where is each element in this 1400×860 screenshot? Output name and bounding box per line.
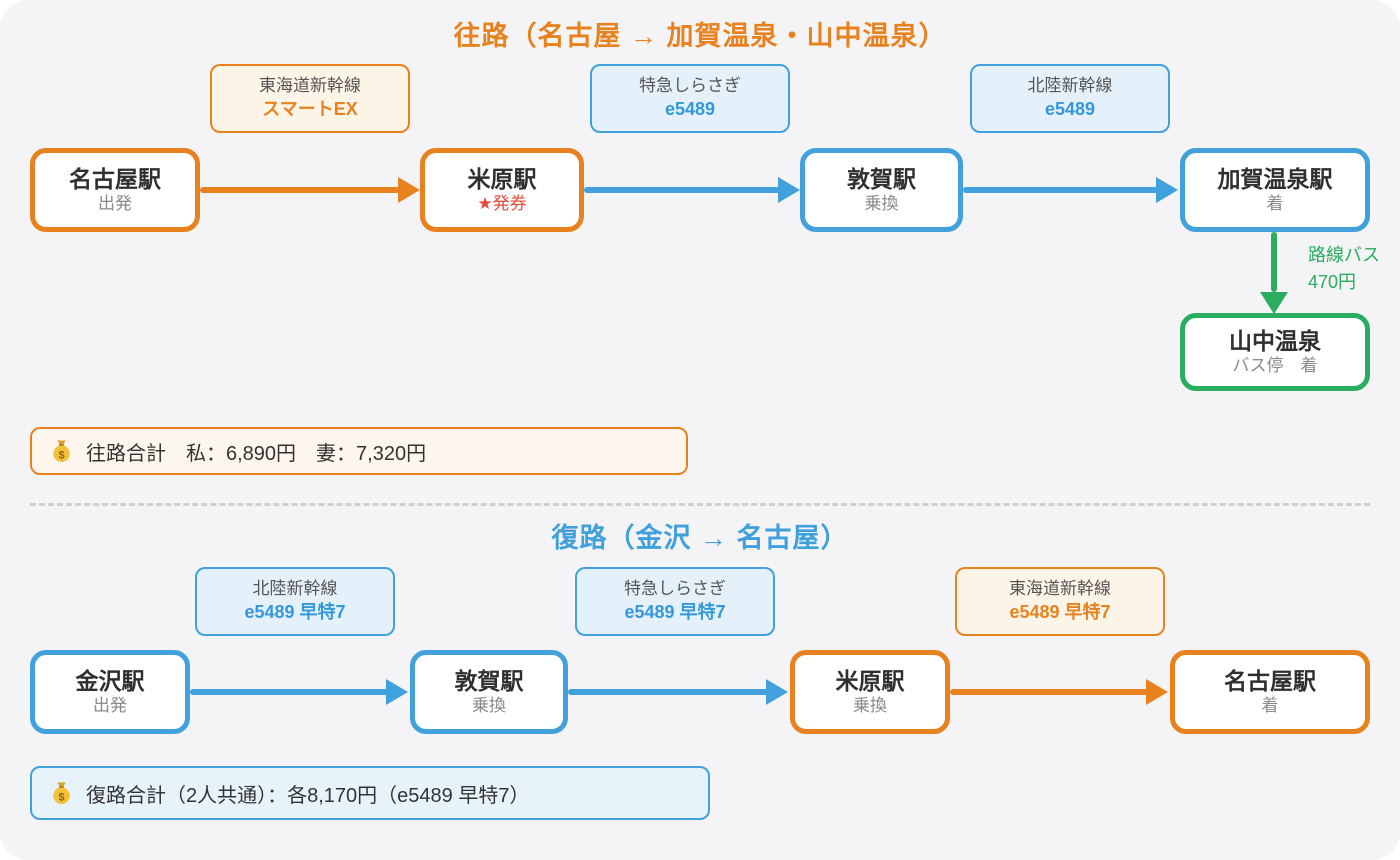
station-name: 金沢駅	[75, 667, 145, 694]
svg-text:$: $	[58, 791, 64, 803]
bus-arrow-line	[1271, 232, 1277, 292]
leg-ticket-type: スマートEX	[262, 98, 358, 119]
arrow-line	[584, 187, 780, 193]
outbound-total-box: $ 往路合計 私：6,890円 妻：7,320円	[30, 427, 688, 475]
arrow-line	[963, 187, 1158, 193]
station-status: 出発	[98, 194, 132, 214]
station-nagoya-arrival: 名古屋駅 着	[1170, 650, 1370, 734]
station-tsuruga-transfer: 敦賀駅 乗換	[800, 148, 963, 232]
station-tsuruga-transfer: 敦賀駅 乗換	[410, 650, 568, 734]
arrow-head-down-icon	[1260, 292, 1288, 314]
inbound-leg-tokaido: 東海道新幹線 e5489 早特7	[955, 567, 1165, 636]
station-maibara-ticketing: 米原駅 ★発券	[420, 148, 584, 232]
arrow-head-right-icon	[778, 177, 800, 203]
leg-line-name: 東海道新幹線	[1009, 579, 1111, 599]
bus-fare: 470円	[1308, 272, 1357, 292]
outbound-total-text: 往路合計 私：6,890円 妻：7,320円	[86, 442, 427, 465]
station-kanazawa-departure: 金沢駅 出発	[30, 650, 190, 734]
arrow-line	[568, 689, 768, 695]
station-kagaonsen-arrival: 加賀温泉駅 着	[1180, 148, 1370, 232]
station-status: 出発	[93, 696, 127, 716]
outbound-leg-tokaido: 東海道新幹線 スマートEX	[210, 64, 410, 133]
arrow-head-right-icon	[766, 679, 788, 705]
inbound-leg-hokuriku: 北陸新幹線 e5489 早特7	[195, 567, 395, 636]
station-maibara-transfer: 米原駅 乗換	[790, 650, 950, 734]
station-status: 乗換	[864, 194, 899, 214]
station-name: 加賀温泉駅	[1217, 165, 1333, 192]
bus-mode: 路線バス	[1308, 245, 1380, 265]
arrow-line	[190, 689, 388, 695]
leg-ticket-type: e5489 早特7	[244, 601, 346, 622]
station-name: 名古屋駅	[1224, 667, 1316, 694]
money-bag-icon: $	[50, 439, 73, 464]
leg-line-name: 特急しらさぎ	[624, 579, 726, 599]
station-status: 着	[1266, 194, 1284, 214]
inbound-total-text: 復路合計（2人共通）：各8,170円（e5489 早特7）	[86, 784, 530, 807]
station-status: ★発券	[477, 194, 527, 214]
inbound-total-box: $ 復路合計（2人共通）：各8,170円（e5489 早特7）	[30, 766, 710, 820]
leg-ticket-type: e5489	[664, 98, 716, 119]
station-status: 乗換	[472, 696, 506, 716]
station-name: 米原駅	[467, 165, 537, 192]
station-name: 名古屋駅	[69, 165, 161, 192]
leg-line-name: 特急しらさぎ	[639, 76, 741, 96]
leg-ticket-type: e5489	[1044, 98, 1096, 119]
leg-ticket-type: e5489 早特7	[1009, 601, 1111, 622]
leg-line-name: 東海道新幹線	[259, 76, 361, 96]
arrow-head-right-icon	[1156, 177, 1178, 203]
svg-text:$: $	[58, 449, 64, 461]
leg-line-name: 北陸新幹線	[252, 579, 338, 599]
arrow-line	[950, 689, 1148, 695]
leg-ticket-type: e5489 早特7	[624, 601, 726, 622]
station-status: バス停 着	[1232, 356, 1318, 376]
inbound-title: 復路（金沢 → 名古屋）	[551, 523, 849, 553]
arrow-line	[200, 187, 400, 193]
outbound-title: 往路（名古屋 → 加賀温泉・山中温泉）	[453, 21, 947, 51]
station-name: 米原駅	[835, 667, 905, 694]
station-yamanaka-onsen: 山中温泉 バス停 着	[1180, 313, 1370, 391]
station-status: 乗換	[853, 696, 887, 716]
leg-line-name: 北陸新幹線	[1027, 76, 1113, 96]
money-bag-icon: $	[50, 781, 73, 806]
station-nagoya-departure: 名古屋駅 出発	[30, 148, 200, 232]
bus-leg-label: 路線バス 470円	[1308, 242, 1380, 296]
outbound-leg-shirasagi: 特急しらさぎ e5489	[590, 64, 790, 133]
station-name: 山中温泉	[1229, 327, 1321, 354]
station-name: 敦賀駅	[847, 165, 916, 192]
station-name: 敦賀駅	[454, 667, 524, 694]
station-status: 着	[1261, 696, 1279, 716]
arrow-head-right-icon	[386, 679, 408, 705]
inbound-leg-shirasagi: 特急しらさぎ e5489 早特7	[575, 567, 775, 636]
arrow-head-right-icon	[398, 177, 420, 203]
section-divider	[30, 503, 1370, 506]
arrow-head-right-icon	[1146, 679, 1168, 705]
outbound-leg-hokuriku: 北陸新幹線 e5489	[970, 64, 1170, 133]
